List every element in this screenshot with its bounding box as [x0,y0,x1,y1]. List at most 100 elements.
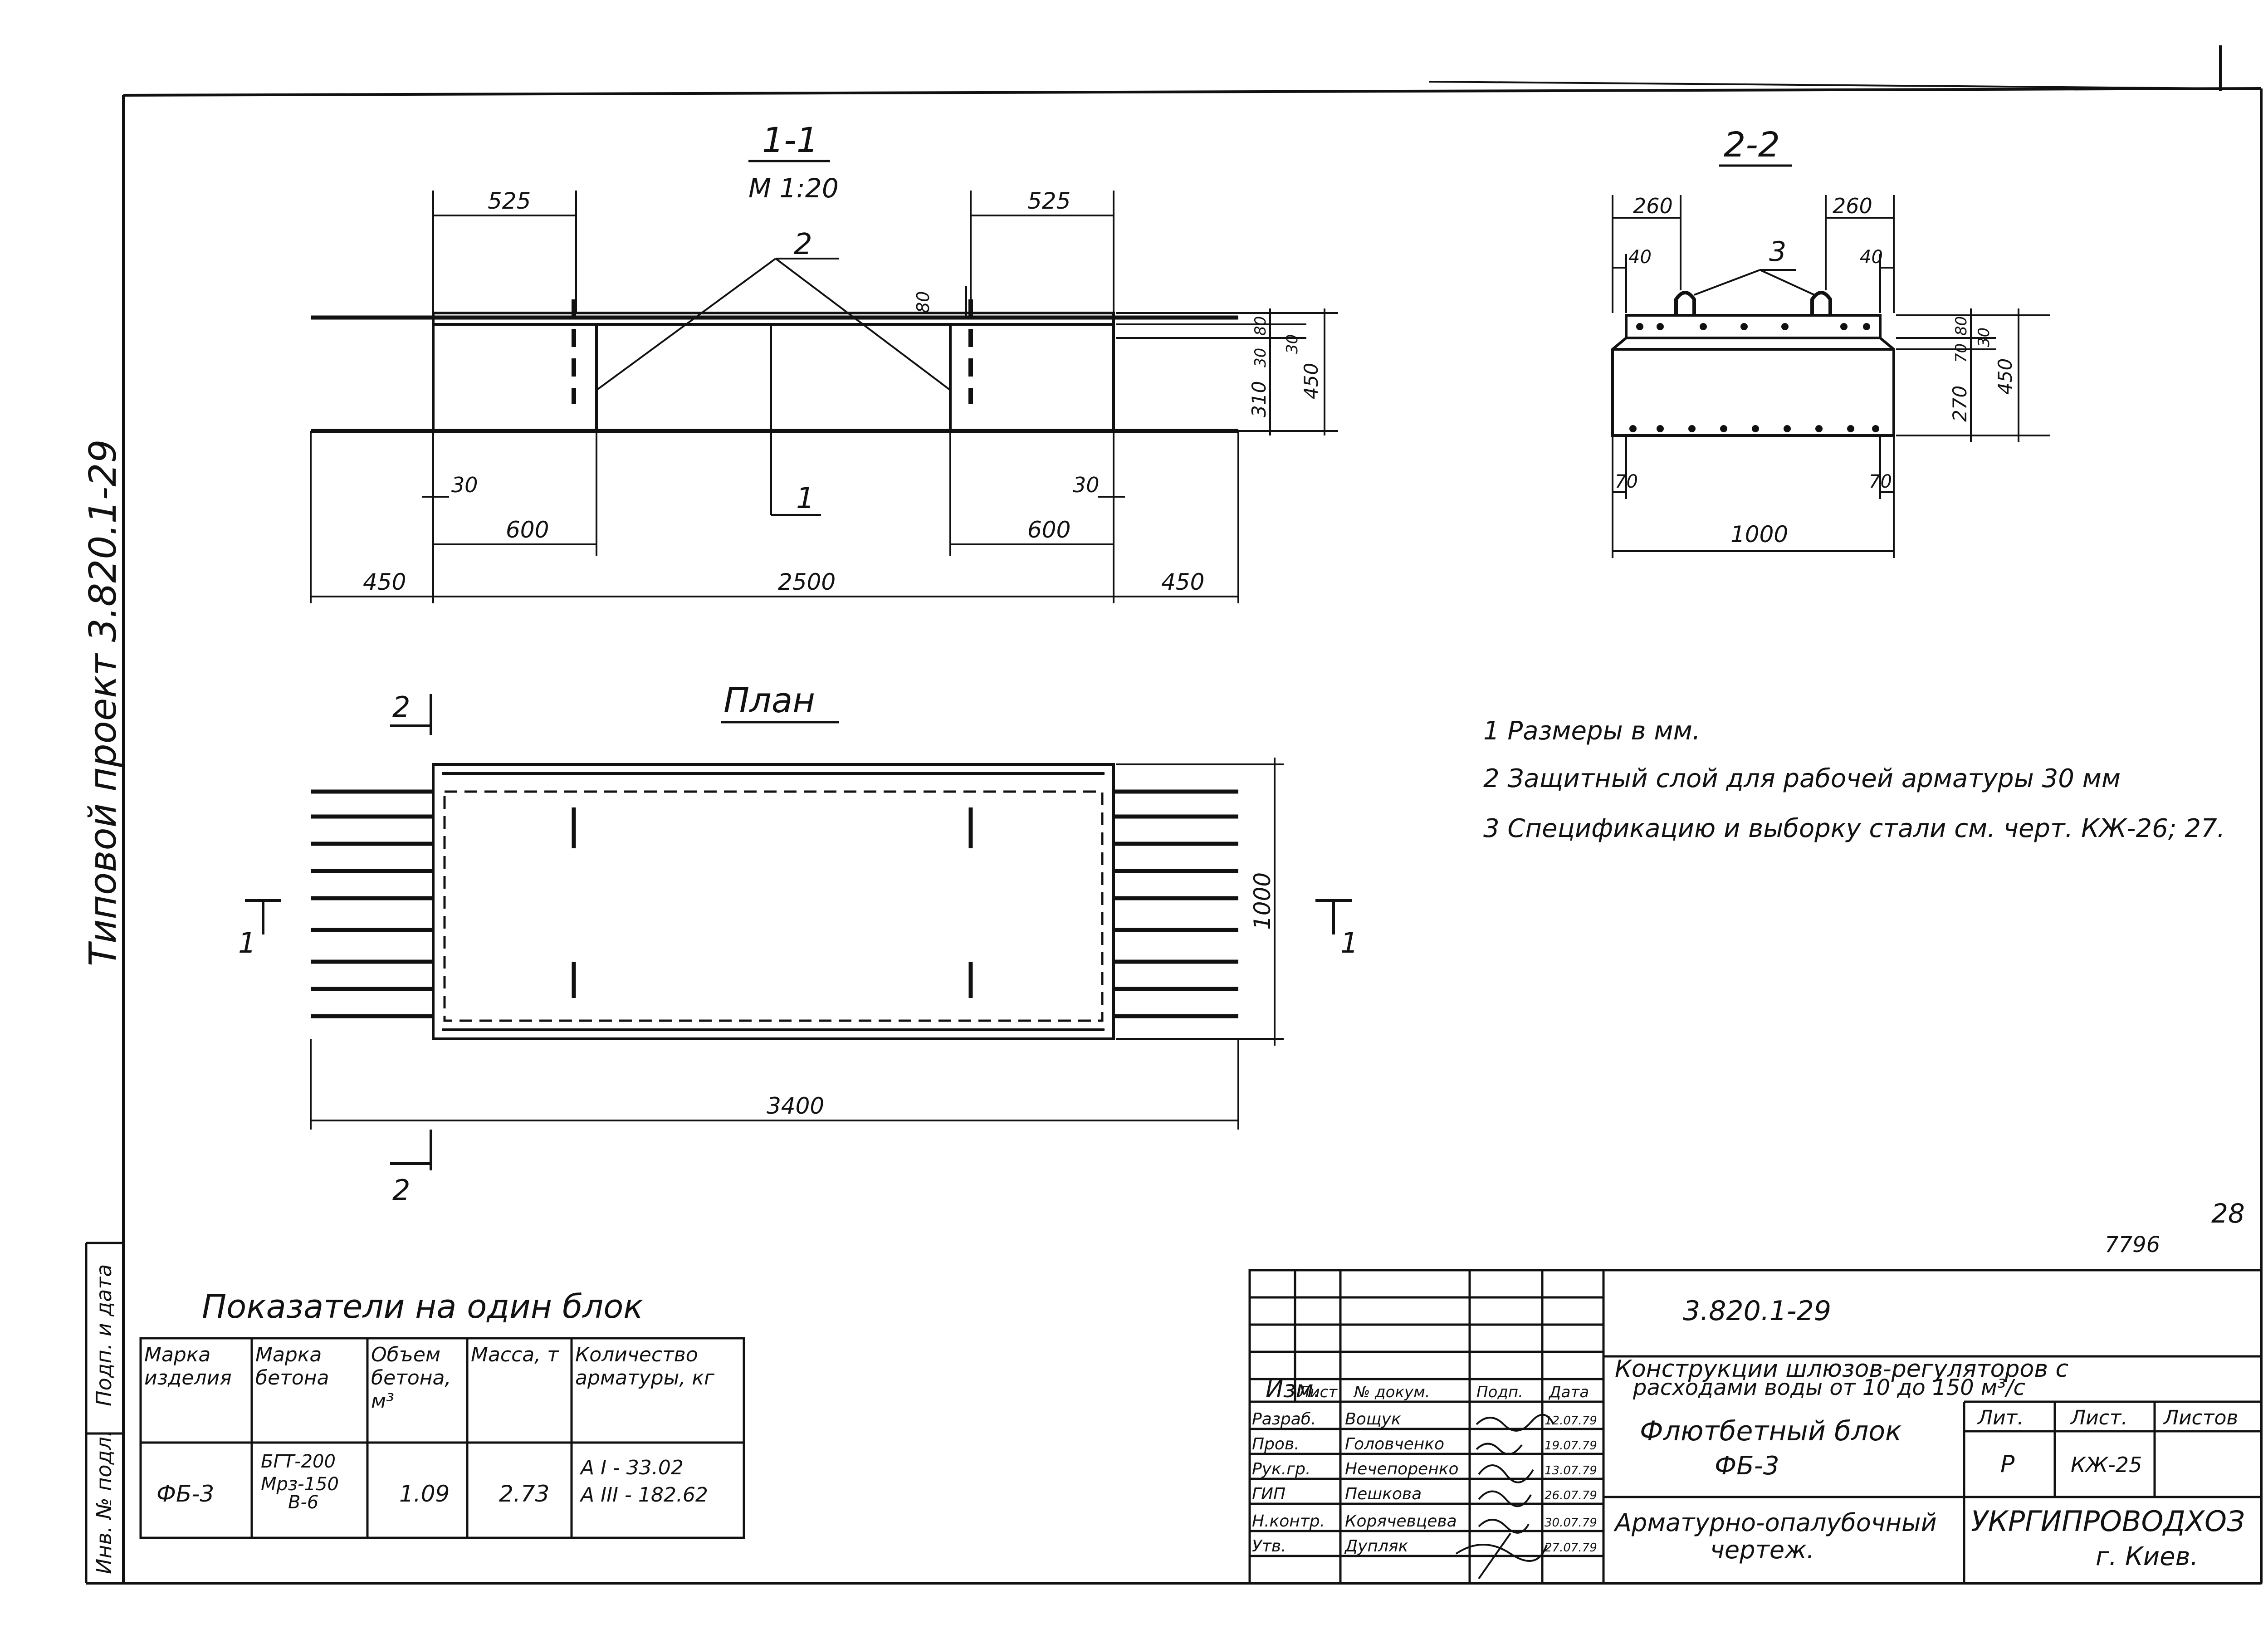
svg-text:260: 260 [1633,194,1673,218]
svg-text:2: 2 [392,1174,410,1207]
dim-top-left: 525 [488,188,531,214]
svg-text:А III - 182.62: А III - 182.62 [579,1483,708,1507]
row-mark: ФБ-3 [156,1481,214,1507]
svg-text:Дупляк: Дупляк [1344,1537,1408,1556]
svg-text:3: 3 [1769,236,1786,268]
svg-text:600: 600 [1027,517,1070,543]
svg-text:КЖ-25: КЖ-25 [2071,1453,2142,1477]
signers: Разраб. Вощук 12.07.79 Пров. Головченко … [1252,1410,1597,1556]
svg-text:2: 2 [392,690,410,724]
section-1-1-outline [432,312,1115,432]
svg-text:13.07.79: 13.07.79 [1545,1464,1597,1477]
svg-text:40: 40 [1860,247,1883,268]
svg-text:30: 30 [1283,334,1301,354]
svg-text:1000: 1000 [1730,521,1788,548]
svg-text:70: 70 [1952,343,1970,363]
svg-text:Лит.: Лит. [1977,1406,2024,1429]
svg-text:30: 30 [1251,348,1270,367]
notes: 1 Размеры в мм. 2 Защитный слой для рабо… [1483,716,2225,843]
svg-text:30: 30 [451,473,478,497]
row-mass: 2.73 [499,1481,549,1507]
svg-text:Арматурно-опалубочный: Арматурно-опалубочный [1613,1508,1937,1537]
header-volume: Объем бетона, м³ [371,1343,451,1413]
plan-title: План [723,680,815,720]
drawing-code: 3.820.1-29 [1683,1295,1831,1327]
sheet-title: Флютбетный блок [1640,1415,1901,1447]
svg-text:2500: 2500 [778,569,836,595]
svg-text:расходами воды от 10 до 150 м³: расходами воды от 10 до 150 м³/с [1633,1375,2025,1400]
header-rebar: Количество арматуры, кг [575,1343,715,1389]
svg-text:600: 600 [506,517,549,543]
svg-text:1: 1 [1340,926,1358,959]
left-strip: Подп. и дата Инв. № подл. [85,1242,123,1583]
svg-text:310: 310 [1248,381,1270,417]
svg-text:№ докум.: № докум. [1353,1383,1430,1401]
indicators-title: Показатели на один блок [202,1287,643,1326]
header-mass: Масса, т [471,1343,559,1366]
svg-text:12.07.79: 12.07.79 [1545,1414,1597,1428]
svg-text:БГТ-200: БГТ-200 [261,1451,336,1472]
row-volume: 1.09 [399,1481,450,1507]
svg-text:80: 80 [1952,316,1970,336]
note-1: 1 Размеры в мм. [1483,716,1701,746]
svg-text:Пров.: Пров. [1252,1435,1300,1453]
svg-text:Головченко: Головченко [1345,1435,1444,1453]
col-izm: Изм. [1254,1383,1290,1401]
title-block: Изм. Изм. Лист № докум. Подп. Дата Разра… [1248,1269,2263,1585]
svg-text:Лист.: Лист. [2070,1406,2128,1429]
svg-text:40: 40 [1628,247,1652,268]
note-2: 2 Защитный слой для рабочей арматуры 30 … [1483,764,2121,793]
svg-text:Подп.: Подп. [1476,1383,1523,1401]
archive-number: 7796 [2105,1232,2160,1257]
organization: УКРГИПРОВОДХОЗ [1971,1505,2245,1538]
plan-view: План [238,680,1358,1207]
svg-text:чертеж.: чертеж. [1710,1536,1814,1564]
svg-text:В-6: В-6 [288,1492,318,1513]
svg-text:3400: 3400 [767,1093,824,1119]
svg-text:Мрз-150: Мрз-150 [261,1474,339,1495]
svg-text:Изм.: Изм. [1266,1376,1321,1403]
svg-text:26.07.79: 26.07.79 [1545,1489,1597,1502]
svg-text:30: 30 [1073,473,1100,497]
svg-text:1000: 1000 [1249,872,1276,930]
svg-text:70: 70 [1869,471,1892,492]
svg-text:70: 70 [1615,471,1638,492]
svg-text:Корячевцева: Корячевцева [1345,1512,1457,1531]
strip-sign-date: Подп. и дата [92,1264,116,1406]
svg-text:450: 450 [1300,363,1322,399]
svg-text:260: 260 [1833,194,1872,218]
indicators-table: Показатели на один блок Марка изделия Ма… [139,1287,745,1539]
side-project-label: Типовой проект 3.820.1-29 [82,439,125,966]
leader-1: 1 [796,482,815,515]
svg-text:Нечепоренко: Нечепоренко [1345,1460,1459,1478]
header-concrete: Марка бетона [255,1343,329,1389]
svg-text:80: 80 [913,291,933,313]
strip-inventory: Инв. № подл. [92,1430,116,1574]
svg-text:Дата: Дата [1548,1383,1589,1401]
svg-text:27.07.79: 27.07.79 [1545,1541,1597,1555]
svg-text:Лист: Лист [1297,1383,1338,1401]
svg-text:80: 80 [1251,316,1270,336]
svg-text:Утв.: Утв. [1252,1537,1286,1556]
svg-text:Конструкции шлюзов-регуляторов: Конструкции шлюзов-регуляторов с [1615,1355,2068,1383]
svg-text:Р: Р [2000,1451,2015,1478]
svg-text:19.07.79: 19.07.79 [1545,1439,1597,1453]
section-2-2-title: 2-2 [1724,124,1780,165]
note-3: 3 Спецификацию и выборку стали см. черт.… [1483,814,2225,843]
svg-text:Пешкова: Пешкова [1345,1485,1422,1503]
sheet-number: 28 [2211,1198,2245,1229]
svg-text:Н.контр.: Н.контр. [1252,1512,1325,1531]
header-mark: Марка изделия [144,1343,232,1389]
svg-text:ГИП: ГИП [1252,1485,1286,1503]
svg-text:Вощук: Вощук [1345,1410,1401,1429]
signature-scribbles [1455,1414,1554,1580]
section-1-1-title: 1-1 [762,120,818,160]
section-2-2: 2-2 3 [1611,124,2050,558]
dim-top-right: 525 [1027,188,1070,214]
section-1-1-rebars [311,315,1238,433]
callout-2: 2 [794,228,812,261]
svg-text:Листов: Листов [2163,1406,2238,1429]
svg-text:Рук.гр.: Рук.гр. [1252,1460,1310,1478]
plan-rebar-stubs [311,789,1238,1018]
